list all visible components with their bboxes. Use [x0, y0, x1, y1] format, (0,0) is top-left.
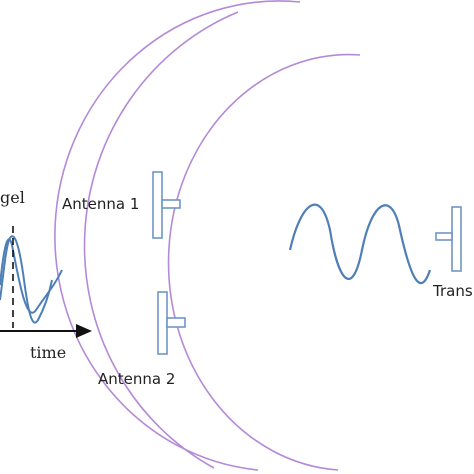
wavefront-arc-outer — [167, 53, 361, 471]
transmitted-wave — [288, 203, 432, 285]
received-wave-2 — [0, 235, 53, 324]
antenna-2-icon — [157, 291, 186, 355]
received-wave-1 — [0, 238, 63, 314]
antenna-1-icon — [152, 171, 181, 239]
transmitter-label: Trans — [432, 282, 473, 300]
wavefront-arc-inner — [83, 11, 239, 469]
transmitter-icon — [435, 206, 462, 272]
received-signal-plot — [0, 226, 92, 338]
time-axis-label: time — [30, 343, 66, 362]
antenna-2-label: Antenna 2 — [98, 370, 175, 388]
wavefront-arc-middle — [54, 0, 301, 471]
antenna-1-label: Antenna 1 — [62, 195, 139, 213]
angle-label: gel — [0, 188, 25, 207]
time-axis-arrowhead — [76, 324, 92, 338]
